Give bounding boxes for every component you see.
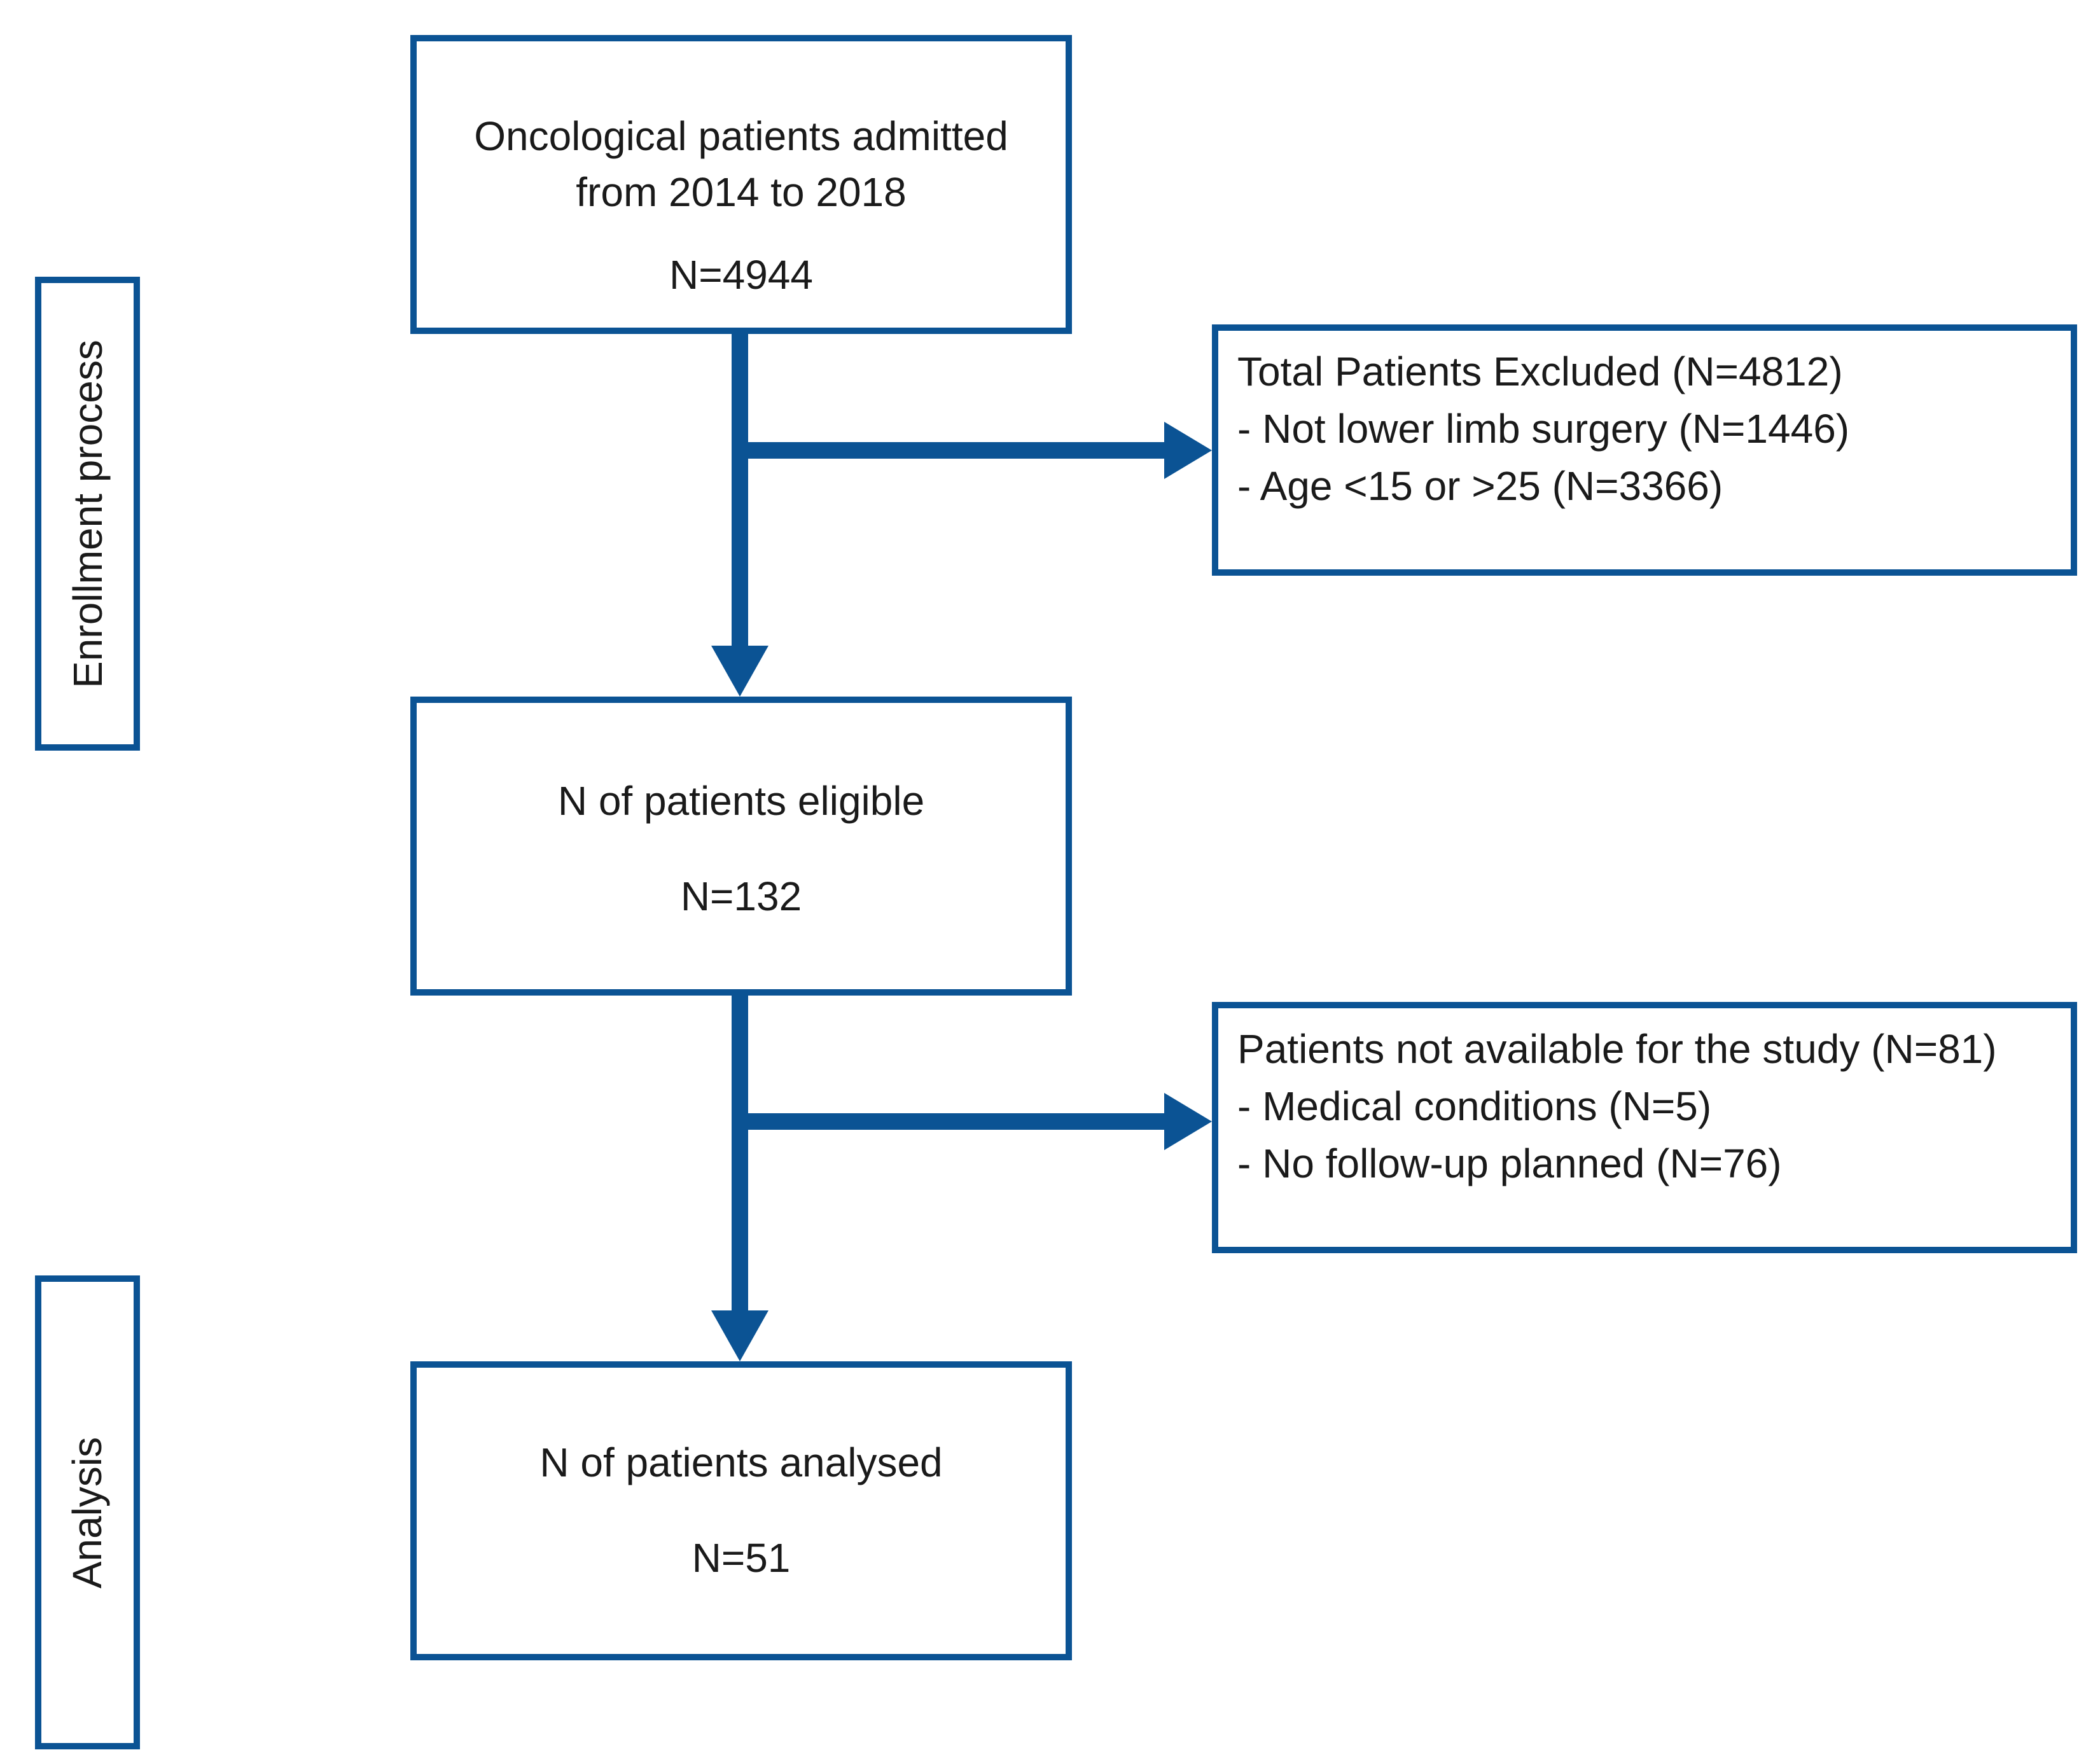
exclusion-box-second: Patients not available for the study (N=… <box>1212 1002 2077 1253</box>
exclusion-first-title: Total Patients Excluded (N=4812) <box>1237 349 1843 394</box>
eligible-count: N=132 <box>680 873 802 919</box>
stage-analysis-box: Analysis <box>35 1275 140 1749</box>
arrowhead-right-exclusion-first <box>1164 422 1212 479</box>
exclusion-first-item: - Not lower limb surgery (N=1446) <box>1237 406 1850 452</box>
arrowhead-down-analysed <box>711 1310 768 1361</box>
analysed-line1: N of patients analysed <box>539 1440 943 1485</box>
eligible-box: N of patients eligible N=132 <box>410 697 1072 996</box>
admitted-box: Oncological patients admitted from 2014 … <box>410 35 1072 334</box>
exclusion-second-item: - Medical conditions (N=5) <box>1237 1083 1712 1129</box>
exclusion-second-item: - No follow-up planned (N=76) <box>1237 1141 1782 1186</box>
analysed-count: N=51 <box>692 1535 791 1581</box>
stage-enrollment-box: Enrollment process <box>35 277 140 751</box>
exclusion-second-title: Patients not available for the study (N=… <box>1237 1026 1997 1072</box>
exclusion-first-item: - Age <15 or >25 (N=3366) <box>1237 463 1723 509</box>
analysed-box: N of patients analysed N=51 <box>410 1361 1072 1660</box>
arrowhead-right-exclusion-second <box>1164 1093 1212 1150</box>
eligible-line1: N of patients eligible <box>557 778 925 824</box>
arrowhead-down-eligible <box>711 646 768 697</box>
exclusion-box-first: Total Patients Excluded (N=4812) - Not l… <box>1212 324 2077 576</box>
admitted-count: N=4944 <box>669 252 813 298</box>
admitted-line1: Oncological patients admitted <box>474 113 1008 159</box>
admitted-line2: from 2014 to 2018 <box>576 169 907 215</box>
